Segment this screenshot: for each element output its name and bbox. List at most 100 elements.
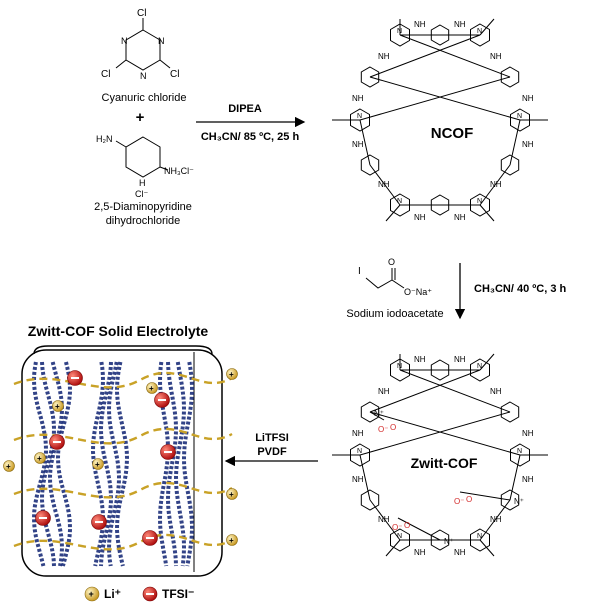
ion-transport-path [13, 533, 233, 551]
nh-linkage-label: NH [490, 387, 502, 396]
legend: + Li⁺ TFSI⁻ [84, 586, 194, 602]
zwitt-cof-label: Zwitt-COF [411, 455, 478, 471]
nh-linkage-label: NH [454, 213, 466, 222]
ion-markers: ++++++++ [3, 368, 238, 546]
nh-linkage-label: NH [378, 387, 390, 396]
nh-linkage-label: NH [414, 548, 426, 557]
cof-layer-strand [47, 361, 65, 567]
ion-transport-path [13, 371, 233, 389]
pyridine-ring [500, 66, 520, 88]
nh-linkage-label: NH [454, 548, 466, 557]
lithium-ion-icon-sign: + [89, 589, 94, 599]
cyanuric-chloride-structure: Cl Cl Cl N N N [101, 8, 179, 81]
cof-layer-strand [181, 361, 194, 567]
nh-linkage-label: NH [378, 180, 390, 189]
lithium-ion-marker [3, 460, 15, 472]
lithium-ion-marker-sign: + [229, 370, 234, 379]
sodium-iodoacetate-structure: I O O⁻Na⁺ [358, 257, 432, 297]
cof-layer-strand [106, 361, 122, 567]
nh-linkage-bond [369, 411, 521, 456]
lithium-ion-icon [84, 586, 100, 602]
step1-reagent: DIPEA [228, 103, 262, 115]
nh-linkage-label: NH [352, 429, 364, 438]
pyridine-ring [500, 489, 520, 511]
tfsi-ion-icon-sign [146, 593, 154, 595]
nh-linkage-bond [369, 369, 481, 413]
lithium-ion-marker-sign: + [229, 490, 234, 499]
triazine-nitrogen: N [397, 198, 402, 205]
tfsi-anion-marker-sign [71, 377, 79, 379]
triazine-ring [390, 23, 410, 47]
triazine-ring [390, 358, 410, 382]
cyanuric-chloride-label: Cyanuric chloride [102, 92, 187, 104]
step3-line1: LiTFSI [255, 432, 289, 444]
nh-linkage-label: NH [352, 140, 364, 149]
oxygen-label: O [388, 257, 395, 267]
continuation-bond [479, 353, 495, 371]
ion-transport-path [13, 481, 233, 499]
carboxylate-label: O⁻Na⁺ [404, 287, 432, 297]
nh-linkage-label: NH [522, 475, 534, 484]
nitrogen-label: N [121, 36, 128, 46]
step3-line2: PVDF [257, 446, 287, 458]
nitrogen-label: N [140, 71, 147, 81]
legend-lithium-label: Li⁺ [104, 587, 121, 601]
nh-linkage-label: NH [352, 94, 364, 103]
carboxylate-oxygen-label: O [390, 423, 396, 432]
diaminopyridine-structure: H₂N NH₃Cl⁻ H Cl⁻ [96, 134, 194, 199]
lithium-ion-marker-sign: + [229, 536, 234, 545]
nh-linkage-label: NH [378, 515, 390, 524]
lithium-ion-marker-sign: + [95, 460, 100, 469]
pyridine-ring [500, 401, 520, 423]
nh-linkage-bond [399, 369, 511, 413]
nh-linkage-label: NH [414, 355, 426, 364]
step2-conditions: CH₃CN/ 40 ºC, 3 h [474, 283, 567, 295]
nh-linkage-label: NH [490, 180, 502, 189]
continuation-bond [479, 204, 495, 222]
tfsi-anion-marker-sign [158, 399, 166, 401]
nh-linkage-bond [509, 119, 521, 166]
triazine-ring [470, 23, 490, 47]
carboxylate-oxygen-label: O [466, 495, 472, 504]
cof-layer-strand [98, 361, 114, 567]
nh-linkage-bond [369, 76, 521, 121]
nh-linkage-label: NH [490, 52, 502, 61]
nh-linkage-label: NH [378, 52, 390, 61]
pyridinium-label: H [139, 178, 146, 188]
cof-layer-strand [157, 361, 170, 567]
nitrogen-label: N [158, 36, 165, 46]
nh-linkage-bond [359, 76, 511, 121]
pyridinium-cation-label: N⁺ [514, 497, 524, 506]
pyridine-ring [430, 359, 450, 381]
nh-linkage-bond [359, 411, 511, 456]
triazine-ring [510, 443, 530, 467]
cof-layer-strand [165, 361, 179, 567]
cof-layer-strand [31, 361, 49, 567]
continuation-bond [479, 18, 495, 36]
triazine-ring [390, 528, 410, 552]
legend-tfsi-label: TFSI⁻ [162, 587, 194, 601]
pyridinium-cation-label: N⁺ [374, 409, 384, 418]
tfsi-anion-marker-sign [164, 451, 172, 453]
triazine-ring [350, 443, 370, 467]
step1-conditions: CH₃CN/ 85 ºC, 25 h [201, 131, 300, 143]
cof-layer-strand [173, 361, 187, 567]
carboxylate-oxygen-label: O [404, 521, 410, 530]
ncof-label: NCOF [431, 125, 474, 142]
chlorine-label: Cl [170, 69, 179, 80]
nh-linkage-label: NH [454, 20, 466, 29]
nh-linkage-label: NH [414, 20, 426, 29]
pyridinium-cation-label: N⁺ [444, 537, 454, 546]
electrolyte-title: Zwitt-COF Solid Electrolyte [28, 323, 209, 339]
cof-layer-strand [114, 361, 130, 567]
triazine-ring [470, 193, 490, 217]
nh-linkage-label: NH [522, 429, 534, 438]
plus-sign: + [136, 109, 145, 126]
pyridine-ring [430, 194, 450, 216]
tfsi-anion-marker-sign [53, 441, 61, 443]
chloride-label: Cl⁻ [135, 189, 148, 199]
